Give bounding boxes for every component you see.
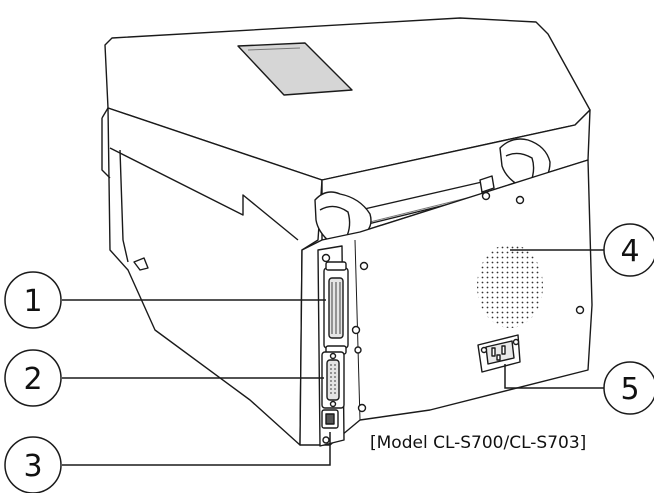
top-window bbox=[237, 42, 353, 96]
usb-port bbox=[321, 409, 339, 444]
callout-leaders bbox=[62, 249, 606, 466]
ac-inlet bbox=[477, 334, 521, 373]
model-caption: [Model CL-S700/CL-S703] bbox=[370, 433, 586, 453]
callout-5-circle bbox=[603, 361, 654, 415]
serial-connector bbox=[321, 351, 345, 409]
parallel-connector bbox=[323, 261, 349, 355]
left-hinge bbox=[314, 191, 372, 243]
callout-5-number: 5 bbox=[620, 372, 639, 407]
callout-1-circle bbox=[4, 271, 62, 329]
callout-2-circle bbox=[4, 349, 62, 407]
rear-panel bbox=[299, 159, 593, 446]
callout-3-number: 3 bbox=[23, 449, 42, 484]
callout-4-number: 4 bbox=[620, 234, 639, 269]
vent-grille bbox=[477, 244, 543, 328]
callout-1-number: 1 bbox=[23, 284, 42, 319]
right-hinge bbox=[499, 138, 551, 187]
callout-2-number: 2 bbox=[23, 362, 42, 397]
callout-4-circle bbox=[603, 223, 654, 277]
